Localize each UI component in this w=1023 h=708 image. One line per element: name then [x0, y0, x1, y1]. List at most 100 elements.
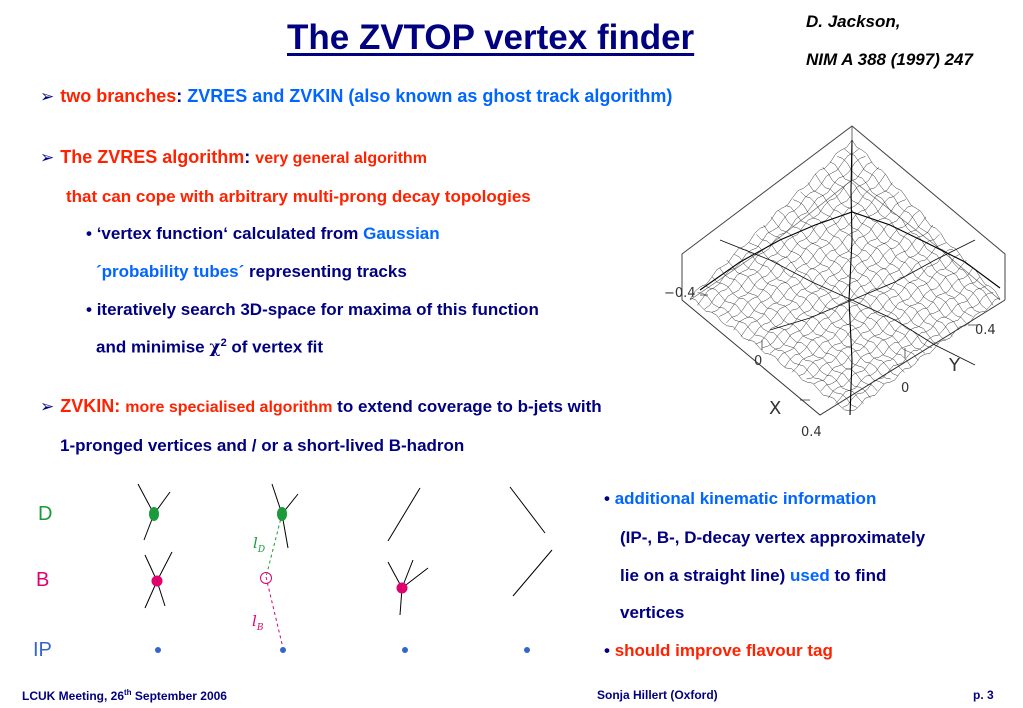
zvres-heading-line: ➢The ZVRES algorithm: very general algor…	[40, 147, 427, 167]
surface-mesh-line	[842, 292, 994, 408]
topology-column-4	[509, 486, 553, 597]
surface-mesh-line	[689, 139, 853, 300]
label-d: D	[38, 503, 53, 525]
surface-mesh-line	[822, 166, 973, 317]
surface-mesh-line	[697, 148, 859, 306]
surface-mesh-line	[748, 199, 906, 342]
kin-bullet1-line4: vertices	[620, 603, 685, 622]
b-vertex-dot	[151, 575, 163, 587]
surface-mesh-line	[784, 234, 940, 368]
surface-mesh-line	[814, 173, 967, 323]
vertex-function-surface-plot	[681, 125, 1006, 416]
ip-dot	[402, 647, 408, 653]
surface-mesh-line	[756, 234, 912, 368]
chi-symbol: χ	[209, 337, 221, 358]
ip-dot	[280, 647, 286, 653]
ld-dashed-line	[265, 513, 283, 578]
plot-y-label: Y	[949, 355, 960, 376]
ip-dot	[524, 647, 530, 653]
surface-mesh-line	[704, 156, 866, 310]
surface-mesh-line	[704, 285, 864, 404]
surface-mesh-line	[762, 210, 920, 348]
plot-tick-x04: 0.4	[801, 425, 822, 440]
ip-dot	[155, 647, 161, 653]
surface-mesh-line	[806, 254, 960, 380]
surface-mesh-line	[807, 182, 960, 331]
surface-mesh-line	[820, 267, 974, 392]
bullet-dot: •	[86, 224, 97, 243]
label-b: B	[36, 569, 50, 591]
zvres-tagline: very general algorithm	[255, 150, 427, 167]
zvres-bullet2-cont: and minimise χ2 of vertex fit	[96, 337, 324, 358]
zvkin-heading: ZVKIN:	[60, 396, 121, 416]
surface-mesh-line	[829, 161, 980, 313]
reference-journal: NIM A 388 (1997) 247	[806, 50, 973, 69]
footer-author: Sonja Hillert (Oxford)	[597, 688, 718, 702]
surface-mesh-line	[844, 148, 994, 306]
label-lb: lB	[252, 612, 264, 633]
surface-mesh-line	[719, 267, 878, 392]
surface-mesh-line	[785, 205, 939, 345]
surface-mesh-line	[689, 297, 851, 411]
surface-mesh-line	[849, 297, 1001, 411]
page-title: The ZVTOP vertex finder	[287, 18, 695, 57]
plot-x-label: X	[769, 398, 782, 419]
label-ld: lD	[253, 534, 266, 555]
arrow-bullet-icon: ➢	[40, 87, 55, 106]
d-vertex-dot	[149, 507, 159, 521]
surface-mesh-line	[755, 205, 913, 345]
zvres-bullet1-cont: ´probability tubes´ representing tracks	[96, 262, 407, 281]
b-vertex-dot	[396, 582, 408, 594]
kin-bullet1-line3: lie on a straight line) used to find	[620, 566, 887, 585]
surface-mesh-line	[741, 248, 898, 376]
surface-mesh-line	[778, 210, 932, 348]
arrow-bullet-icon: ➢	[40, 397, 55, 416]
surface-mesh-line	[733, 182, 893, 331]
zvres-heading: The ZVRES algorithm	[60, 147, 245, 167]
plot-tick-y04: 0.4	[975, 323, 996, 338]
footer-page-number: p. 3	[973, 688, 994, 702]
b-vertex-hollow	[260, 572, 272, 584]
surface-mesh-line	[740, 191, 900, 337]
kin-bullet1-line2: (IP-, B-, D-decay vertex approximately	[620, 528, 926, 547]
zvres-bullet1: • ‘vertex function‘ calculated from Gaus…	[86, 224, 440, 243]
label-ip: IP	[33, 639, 52, 661]
topology-column-1	[137, 483, 173, 609]
surface-mesh-line	[827, 276, 980, 399]
surface-mesh-line	[748, 242, 905, 373]
surface-mesh-line	[726, 259, 885, 385]
bullet-dot: •	[604, 641, 615, 660]
surface-mesh-line	[770, 216, 926, 354]
surface-mesh-line	[799, 248, 953, 376]
kin-bullet2: • should improve flavour tag	[604, 641, 833, 660]
zvkin-tagline: more specialised algorithm	[125, 399, 333, 416]
zvkin-heading-line: ➢ZVKIN: more specialised algorithm to ex…	[40, 396, 602, 416]
surface-mesh-line	[726, 173, 886, 323]
surface-mesh-line	[813, 259, 967, 385]
zvres-bullet2: • iteratively search 3D-space for maxima…	[86, 300, 539, 319]
arrow-bullet-icon: ➢	[40, 148, 55, 167]
plot-tick-x0: 0	[754, 354, 763, 369]
branches-line: ➢two branches: ZVRES and ZVKIN (also kno…	[40, 86, 673, 106]
plot-tick-neg: −0.4	[664, 286, 696, 301]
reference-author: D. Jackson,	[806, 12, 901, 31]
zvkin-line2: 1-pronged vertices and / or a short-live…	[60, 436, 465, 455]
branches-rest: ZVRES and ZVKIN (also known as ghost tra…	[187, 86, 673, 106]
footer-meeting: LCUK Meeting, 26th September 2006	[22, 688, 227, 703]
surface-mesh-line	[835, 285, 987, 404]
lb-dashed-line	[265, 576, 284, 649]
kin-bullet1: • additional kinematic information	[604, 489, 877, 508]
surface-mesh-line	[718, 166, 880, 317]
plot-tick-y0: 0	[901, 381, 910, 396]
surface-mesh-line	[793, 199, 946, 342]
surface-mesh-line	[697, 292, 857, 408]
surface-mesh-line	[837, 156, 987, 310]
zvres-line2: that can cope with arbitrary multi-prong…	[66, 187, 531, 206]
bullet-dot: •	[86, 300, 97, 319]
branches-lead: two branches	[60, 86, 177, 106]
surface-mesh-line	[800, 191, 953, 337]
topology-column-3	[387, 487, 429, 616]
surface-mesh-line	[711, 276, 871, 399]
bullet-dot: •	[604, 489, 615, 508]
